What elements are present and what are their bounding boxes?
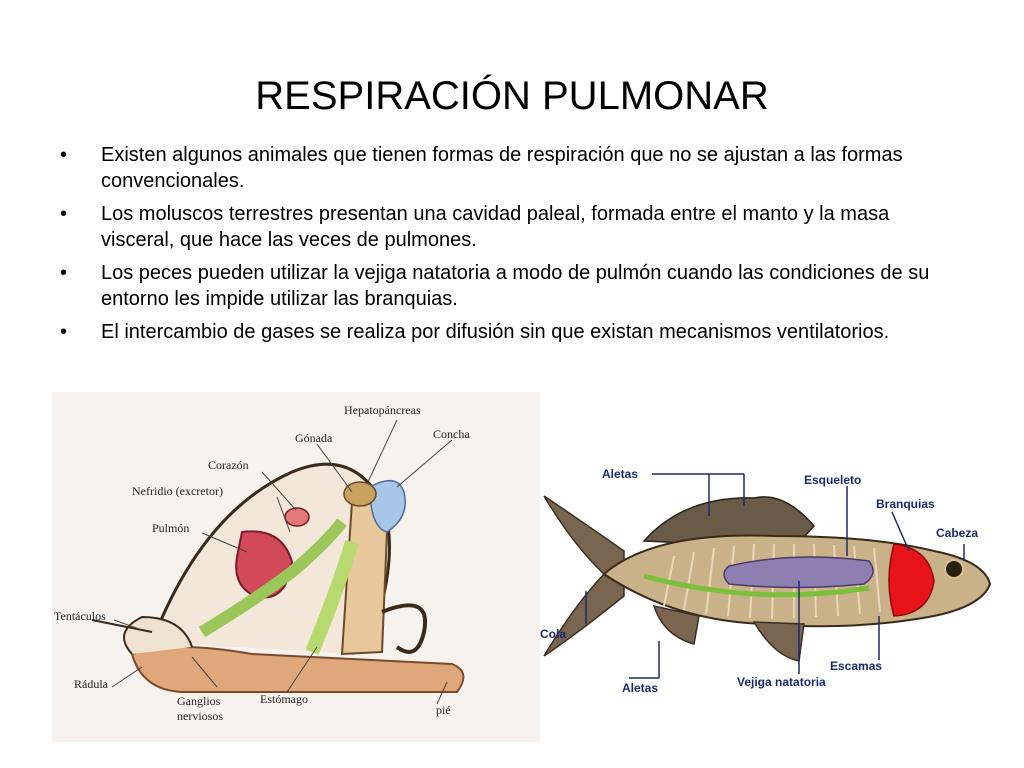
label-vejiga: Vejiga natatoria	[737, 675, 826, 689]
digestive-tract	[198, 518, 347, 638]
swim-bladder	[723, 556, 874, 589]
fish-anatomy-diagram: Aletas Esqueleto Branquias Cabeza Cola E…	[540, 467, 992, 695]
bullet-text: Los peces pueden utilizar la vejiga nata…	[101, 262, 930, 310]
label-hepatopancreas: Hepatopáncreas	[344, 403, 421, 417]
fish-eye	[944, 559, 964, 579]
stomach-organ	[305, 539, 359, 655]
bullet-text: Los moluscos terrestres presentan una ca…	[101, 203, 890, 251]
label-nefridio: Nefridio (excretor)	[132, 484, 223, 498]
bullet-list: • Existen algunos animales que tienen for…	[60, 142, 960, 352]
fish-leader-lines	[585, 473, 965, 679]
bullet-dot: •	[60, 144, 68, 166]
snail-leader-lines	[111, 419, 453, 705]
label-nerviosos: nerviosos	[177, 709, 223, 723]
label-esqueleto: Esqueleto	[804, 473, 861, 487]
label-radula: Rádula	[74, 677, 109, 691]
shell-blue-region	[369, 479, 406, 533]
fish-gills	[888, 543, 935, 617]
heart-organ	[284, 507, 310, 527]
label-aletas-bottom: Aletas	[622, 681, 658, 695]
snail-anatomy-diagram: Hepatopáncreas Gónada Concha Corazón Nef…	[52, 392, 540, 742]
label-cola: Cola	[540, 627, 566, 641]
fish-spine	[643, 573, 870, 598]
label-cabeza: Cabeza	[936, 526, 978, 540]
label-gonada: Gónada	[295, 431, 333, 445]
label-branquias: Branquias	[876, 497, 935, 511]
fish-pelvic-fin	[752, 621, 805, 662]
bullet-text: Existen algunos animales que tienen form…	[101, 144, 903, 192]
label-pulmon: Pulmón	[152, 521, 189, 535]
snail-shell-spiral	[381, 603, 428, 654]
label-estomago: Estómago	[260, 692, 308, 706]
label-escamas: Escamas	[830, 659, 882, 673]
bullet-dot: •	[60, 203, 68, 225]
bullet-item: • Los moluscos terrestres presentan una c…	[60, 201, 960, 253]
bullet-item: • El intercambio de gases se realiza por …	[60, 319, 960, 345]
bullet-dot: •	[60, 321, 68, 343]
bullet-item: • Los peces pueden utilizar la vejiga nat…	[60, 260, 960, 312]
bullet-dot: •	[60, 262, 68, 284]
fish-anal-fin	[652, 604, 700, 645]
label-ganglios: Ganglios	[177, 694, 221, 708]
label-corazon: Corazón	[208, 458, 249, 472]
label-concha: Concha	[433, 427, 470, 441]
bullet-item: • Existen algunos animales que tienen for…	[60, 142, 960, 194]
bullet-text: El intercambio de gases se realiza por d…	[101, 321, 890, 343]
label-tentaculos: Tentáculos	[54, 609, 106, 623]
snail-head	[123, 615, 193, 655]
label-pie: pié	[436, 703, 451, 717]
hepatopancreas-organ	[343, 481, 377, 507]
slide-title: RESPIRACIÓN PULMONAR	[255, 74, 769, 118]
label-aletas-top: Aletas	[602, 467, 638, 481]
